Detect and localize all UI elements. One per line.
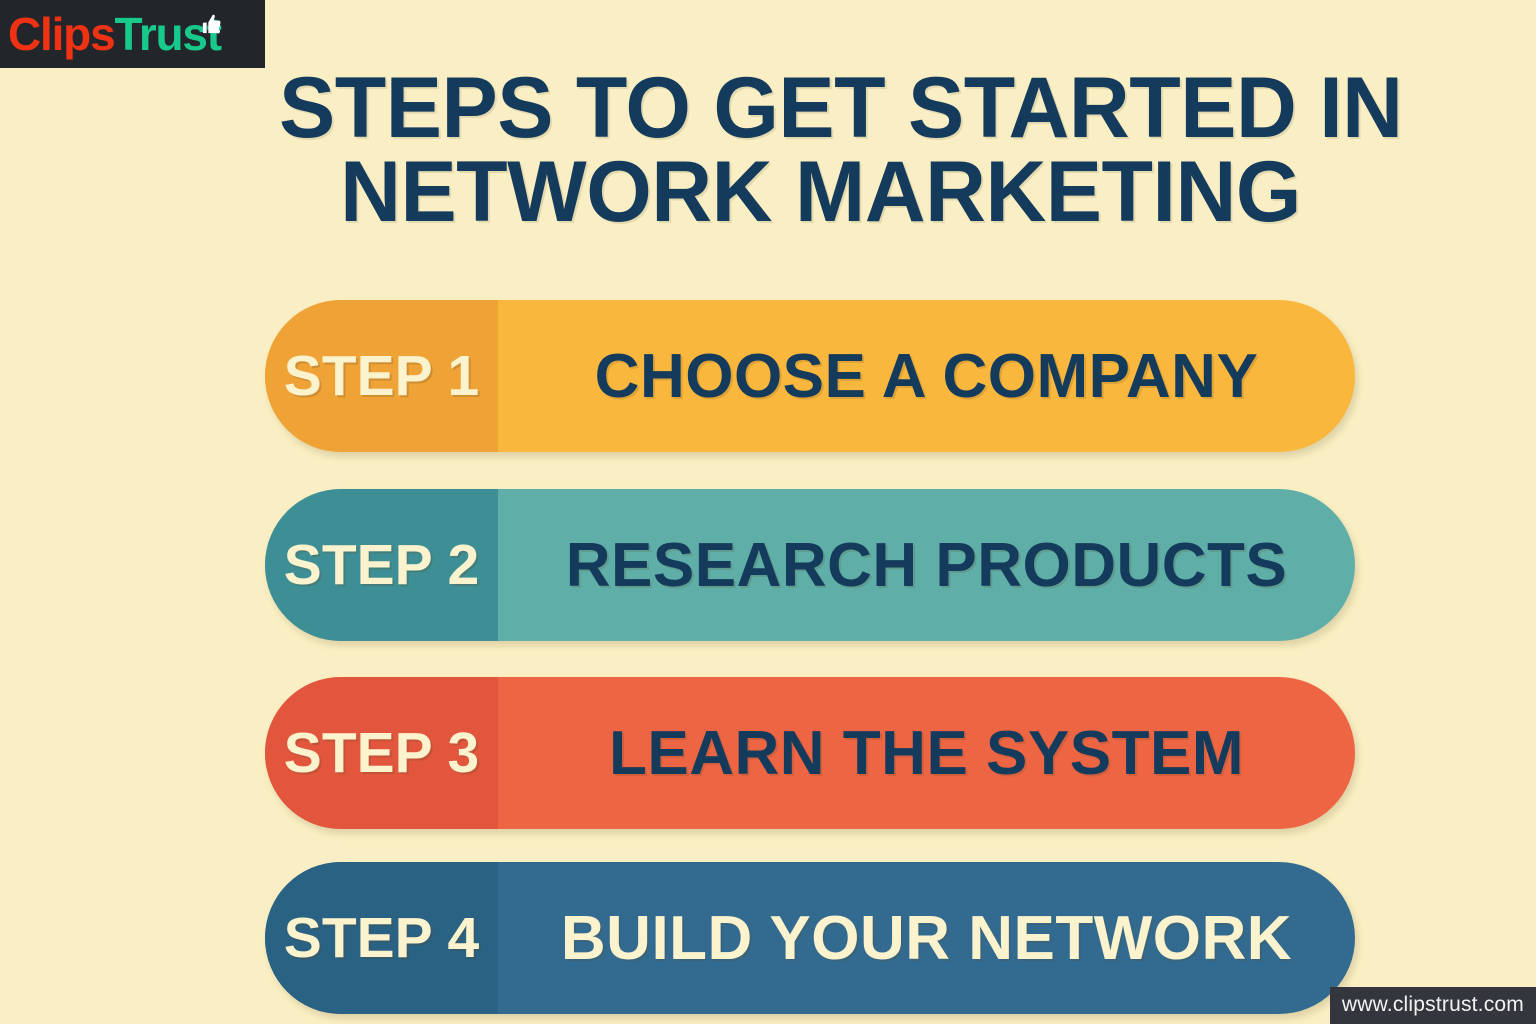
step-3-number-section: STEP 3 [265, 677, 498, 829]
step-3-number-label: STEP 3 [283, 721, 480, 785]
step-4-title: BUILD YOUR NETWORK [560, 903, 1293, 973]
brand-logo-badge: ClipsTrust [0, 0, 265, 68]
step-1-number-label: STEP 1 [283, 344, 480, 408]
watermark-url: www.clipstrust.com [1329, 987, 1536, 1024]
step-2-title-section: RESEARCH PRODUCTS [498, 489, 1355, 641]
step-4-number-section: STEP 4 [265, 862, 498, 1014]
logo-wordmark: ClipsTrust [8, 8, 222, 60]
page-title-line-2: NETWORK MARKETING [340, 144, 1301, 241]
step-3-title-section: LEARN THE SYSTEM [498, 677, 1355, 829]
page-title: STEPS TO GET STARTED IN NETWORK MARKETIN… [279, 60, 1403, 241]
step-bar-3: STEP 3 LEARN THE SYSTEM [265, 677, 1355, 829]
step-bar-2: STEP 2 RESEARCH PRODUCTS [265, 489, 1355, 641]
step-bar-1: STEP 1 CHOOSE A COMPANY [265, 300, 1355, 452]
step-1-number-section: STEP 1 [265, 300, 498, 452]
logo-text-clips: Clips [8, 8, 116, 60]
page-title-line-1: STEPS TO GET STARTED IN [279, 60, 1403, 156]
step-1-title: CHOOSE A COMPANY [594, 341, 1259, 411]
step-2-number-section: STEP 2 [265, 489, 498, 641]
step-4-title-section: BUILD YOUR NETWORK [498, 862, 1355, 1014]
step-2-number-label: STEP 2 [283, 533, 480, 597]
step-3-title: LEARN THE SYSTEM [609, 718, 1244, 788]
thumbs-up-icon [202, 14, 221, 34]
logo-text-trust: Trust [114, 8, 222, 60]
step-4-number-label: STEP 4 [283, 906, 480, 970]
step-2-title: RESEARCH PRODUCTS [565, 530, 1288, 600]
step-bar-4: STEP 4 BUILD YOUR NETWORK [265, 862, 1355, 1014]
step-1-title-section: CHOOSE A COMPANY [498, 300, 1355, 452]
